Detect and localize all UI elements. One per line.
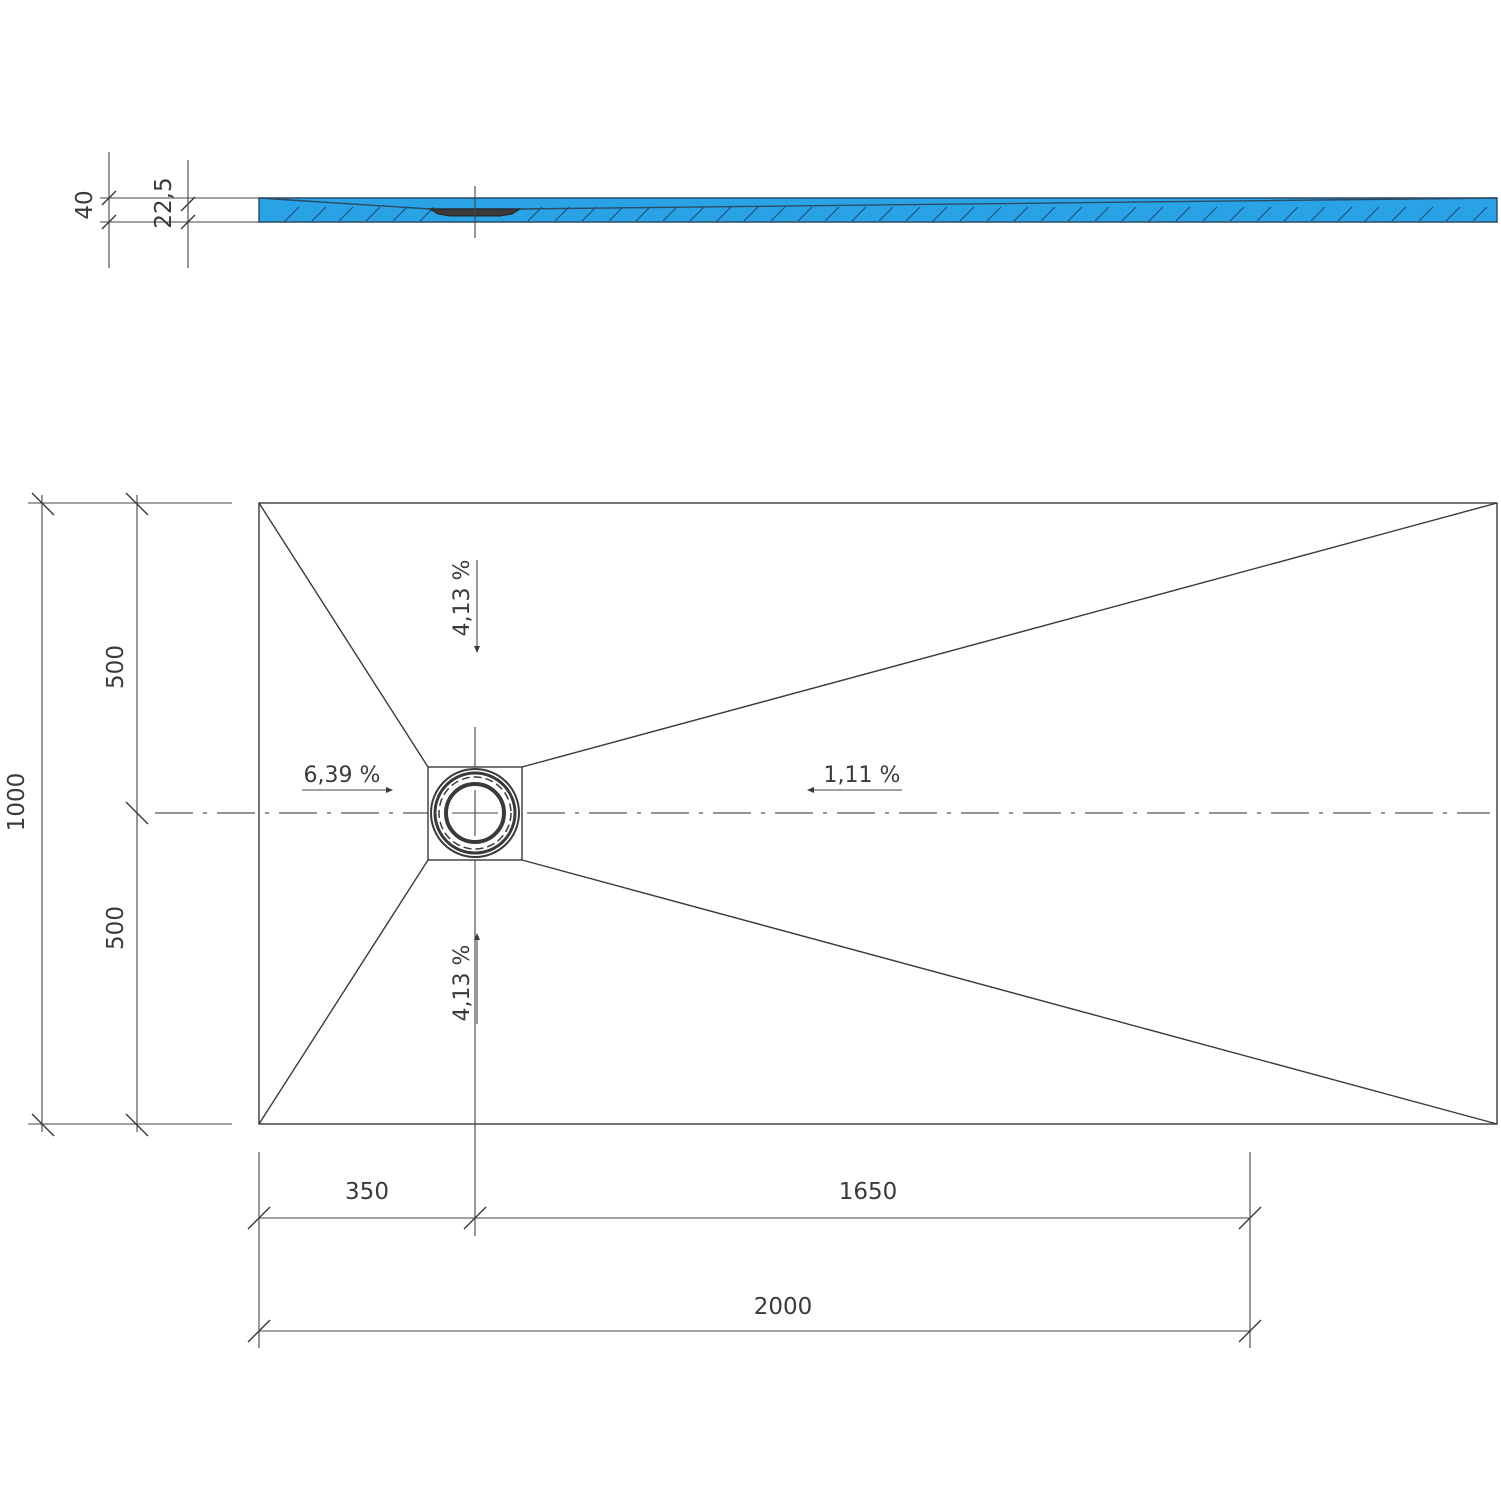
slope-right: 1,11 % [807, 763, 902, 793]
hatch-line [905, 206, 921, 222]
hatch-line [1445, 206, 1461, 222]
dimension-label-22-5: 22,5 [151, 177, 177, 228]
dimension-depth: 1000 [4, 492, 232, 1137]
hatch-line [662, 206, 678, 222]
dimension-label-350: 350 [345, 1179, 389, 1205]
hatch-line [581, 206, 597, 222]
dimension-label-500-bottom: 500 [103, 906, 129, 950]
slope-label-left: 6,39 % [304, 763, 381, 788]
hatch-line [635, 206, 651, 222]
hatch-line [392, 206, 408, 222]
hatch-line [1310, 206, 1326, 222]
hatch-line [1040, 206, 1056, 222]
drain-icon [430, 768, 520, 858]
section-view: 40 22,5 [72, 152, 1498, 268]
dimension-label-2000: 2000 [754, 1294, 813, 1320]
fall-line-top-left [258, 502, 429, 768]
hatch-line [1121, 206, 1137, 222]
hatch-line [1472, 206, 1488, 222]
hatch-line [1148, 206, 1164, 222]
section-hatch [284, 206, 1488, 222]
dimension-label-40: 40 [72, 190, 98, 219]
hatch-line [1364, 206, 1380, 222]
dimension-width: 2000 [247, 1294, 1262, 1343]
dimension-total-height: 40 [72, 152, 259, 268]
hatch-line [1391, 206, 1407, 222]
hatch-line [986, 206, 1002, 222]
hatch-line [797, 206, 813, 222]
hatch-line [932, 206, 948, 222]
fall-line-top-right [521, 502, 1498, 768]
dimension-half-depths: 500 500 [103, 492, 149, 1137]
dimension-label-1650: 1650 [839, 1179, 898, 1205]
hatch-line [1094, 206, 1110, 222]
hatch-line [1418, 206, 1434, 222]
hatch-line [689, 206, 705, 222]
hatch-line [1067, 206, 1083, 222]
hatch-line [1175, 206, 1191, 222]
slope-left: 6,39 % [302, 763, 393, 793]
dimension-sump-depth: 22,5 [151, 160, 196, 268]
dimension-drain-offset: 350 1650 [247, 1152, 1262, 1348]
hatch-line [608, 206, 624, 222]
hatch-line [743, 206, 759, 222]
tray-outline [258, 502, 1498, 1125]
hatch-line [770, 206, 786, 222]
hatch-line [365, 206, 381, 222]
hatch-line [1202, 206, 1218, 222]
hatch-line [1013, 206, 1029, 222]
hatch-line [1229, 206, 1245, 222]
hatch-line [1256, 206, 1272, 222]
hatch-line [716, 206, 732, 222]
dimension-label-500-top: 500 [103, 645, 129, 689]
slope-label-right: 1,11 % [824, 763, 901, 788]
slope-label-bottom: 4,13 % [450, 945, 475, 1022]
hatch-line [338, 206, 354, 222]
slope-bottom: 4,13 % [450, 933, 480, 1024]
fall-line-bottom-right [521, 859, 1498, 1125]
fall-line-bottom-left [258, 859, 429, 1125]
hatch-line [554, 206, 570, 222]
hatch-line [1283, 206, 1299, 222]
tray-profile [258, 197, 1498, 223]
hatch-line [824, 206, 840, 222]
hatch-line [851, 206, 867, 222]
hatch-line [1337, 206, 1353, 222]
slope-label-top: 4,13 % [450, 560, 475, 637]
hatch-line [878, 206, 894, 222]
dimension-label-1000: 1000 [4, 773, 30, 832]
hatch-line [284, 206, 300, 222]
hatch-line [311, 206, 327, 222]
hatch-line [527, 206, 543, 222]
plan-view: 4,13 % 4,13 % 6,39 % 1,11 % 1000 [4, 492, 1498, 1348]
hatch-line [959, 206, 975, 222]
slope-top: 4,13 % [450, 560, 480, 653]
